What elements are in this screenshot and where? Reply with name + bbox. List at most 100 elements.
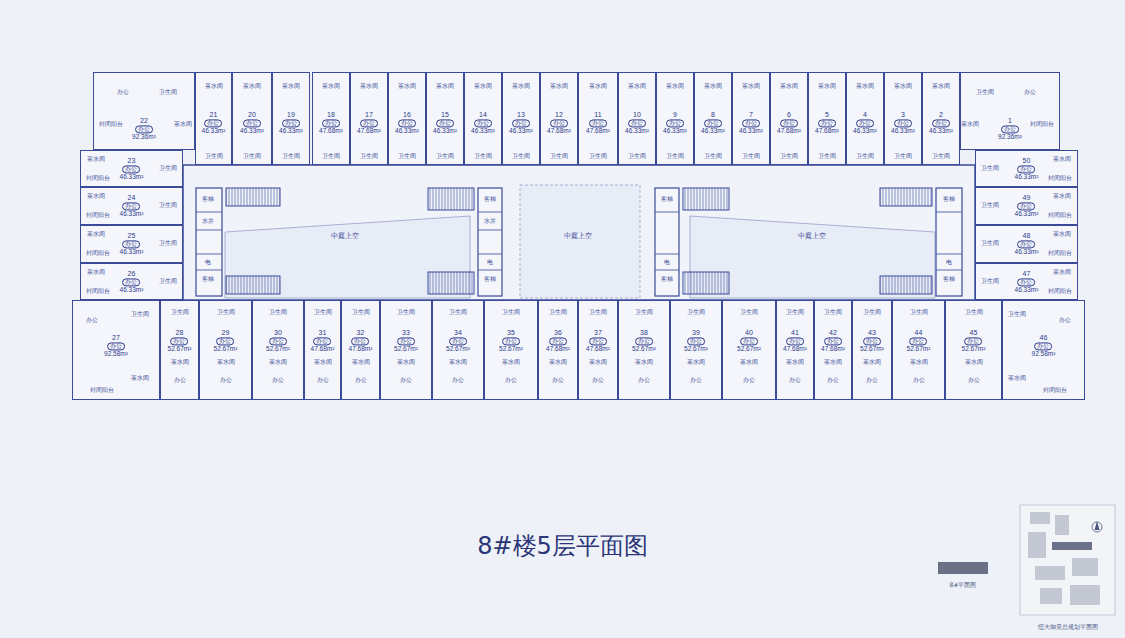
core-label: 水井 <box>202 218 214 225</box>
unit-number: 43 <box>860 329 884 337</box>
unit-use: 办公 <box>740 337 758 345</box>
unit-number: 39 <box>684 329 708 337</box>
unit-number: 27 <box>104 334 128 342</box>
room-label: 办公 <box>552 377 564 384</box>
unit-number: 17 <box>357 111 381 119</box>
unit-number: 36 <box>546 329 570 337</box>
room-label: 茶水间 <box>961 121 979 128</box>
unit-use: 办公 <box>589 119 607 127</box>
unit-area: 46.33m² <box>120 173 144 180</box>
room-label: 卫生间 <box>981 278 999 285</box>
unit-area: 46.33m² <box>853 127 877 134</box>
unit-number: 30 <box>266 329 290 337</box>
room-label: 卫生间 <box>635 309 653 316</box>
room-label: 卫生间 <box>159 202 177 209</box>
unit-area: 46.33m² <box>891 127 915 134</box>
unit-use: 办公 <box>589 337 607 345</box>
unit-number: 2 <box>929 111 953 119</box>
room-label: 茶水间 <box>474 83 492 90</box>
room-label: 办公 <box>117 89 129 96</box>
room-label: 办公 <box>690 377 702 384</box>
unit-area: 47.68m² <box>815 127 839 134</box>
unit-label-group: 25办公46.33m² <box>120 232 144 255</box>
room-label: 茶水间 <box>502 359 520 366</box>
unit-label-group: 24办公46.33m² <box>120 194 144 217</box>
room-label: 封闭阳台 <box>86 288 110 295</box>
unit-use: 办公 <box>550 119 568 127</box>
room-label: 卫生间 <box>856 153 874 160</box>
room-label: 卫生间 <box>824 309 842 316</box>
core-label: 电 <box>664 259 670 266</box>
unit-number: 3 <box>891 111 915 119</box>
room-label: 卫生间 <box>217 309 235 316</box>
room-label: 卫生间 <box>398 153 416 160</box>
room-label: 茶水间 <box>1053 193 1071 200</box>
room-label: 封闭阳台 <box>99 121 123 128</box>
room-label: 茶水间 <box>352 359 370 366</box>
room-label: 卫生间 <box>352 309 370 316</box>
atrium-label: 中庭上空 <box>564 233 592 241</box>
unit-label-group: 33办公52.67m² <box>394 329 418 352</box>
unit-number: 7 <box>739 111 763 119</box>
core-label: 电 <box>946 259 952 266</box>
room-label: 办公 <box>638 377 650 384</box>
unit-area: 46.33m² <box>120 248 144 255</box>
unit-label-group: 37办公47.68m² <box>586 329 610 352</box>
unit-label-group: 30办公52.67m² <box>266 329 290 352</box>
room-label: 办公 <box>866 377 878 384</box>
unit-use: 办公 <box>512 119 530 127</box>
room-label: 卫生间 <box>704 153 722 160</box>
room-label: 卫生间 <box>322 153 340 160</box>
unit-area: 46.33m² <box>701 127 725 134</box>
unit-label-group: 36办公47.68m² <box>546 329 570 352</box>
unit-area: 52.67m² <box>907 345 931 352</box>
unit-use: 办公 <box>449 337 467 345</box>
room-label: 办公 <box>1024 89 1036 96</box>
room-label: 茶水间 <box>1053 269 1071 276</box>
room-label: 卫生间 <box>932 153 950 160</box>
unit-label-group: 47办公46.33m² <box>1015 270 1039 293</box>
unit-number: 16 <box>395 111 419 119</box>
room-label: 办公 <box>827 377 839 384</box>
unit-label-group: 11办公47.68m² <box>586 111 610 134</box>
room-label: 茶水间 <box>549 359 567 366</box>
room-label: 茶水间 <box>589 83 607 90</box>
room-label: 卫生间 <box>687 309 705 316</box>
room-label: 卫生间 <box>205 153 223 160</box>
unit-number: 48 <box>1015 232 1039 240</box>
room-label: 办公 <box>355 377 367 384</box>
unit-use: 办公 <box>856 119 874 127</box>
unit-label-group: 41办公47.68m² <box>783 329 807 352</box>
room-label: 卫生间 <box>981 202 999 209</box>
unit-use: 办公 <box>1017 165 1035 173</box>
unit-label-group: 42办公47.68m² <box>821 329 845 352</box>
unit-area: 46.33m² <box>663 127 687 134</box>
unit-area: 46.33m² <box>1015 286 1039 293</box>
unit-use: 办公 <box>135 125 153 133</box>
room-label: 卫生间 <box>910 309 928 316</box>
unit-area: 52.67m² <box>499 345 523 352</box>
unit-area: 46.33m² <box>739 127 763 134</box>
room-label: 茶水间 <box>704 83 722 90</box>
office-unit: 42办公47.68m² <box>814 300 852 400</box>
room-label: 封闭阳台 <box>86 212 110 219</box>
unit-use: 办公 <box>474 119 492 127</box>
unit-area: 46.33m² <box>279 127 303 134</box>
unit-area: 47.68m² <box>349 345 373 352</box>
unit-label-group: 18办公47.68m² <box>319 111 343 134</box>
room-label: 卫生间 <box>818 153 836 160</box>
unit-use: 办公 <box>313 337 331 345</box>
unit-area: 52.67m² <box>632 345 656 352</box>
unit-use: 办公 <box>243 119 261 127</box>
building-key <box>938 562 988 574</box>
room-label: 茶水间 <box>863 359 881 366</box>
room-label: 卫生间 <box>894 153 912 160</box>
unit-number: 5 <box>815 111 839 119</box>
room-label: 茶水间 <box>449 359 467 366</box>
room-label: 茶水间 <box>780 83 798 90</box>
office-unit: 41办公47.68m² <box>776 300 814 400</box>
office-unit: 22办公92.36m² <box>93 72 195 150</box>
room-label: 卫生间 <box>436 153 454 160</box>
room-label: 办公 <box>452 377 464 384</box>
room-label: 卫生间 <box>965 309 983 316</box>
